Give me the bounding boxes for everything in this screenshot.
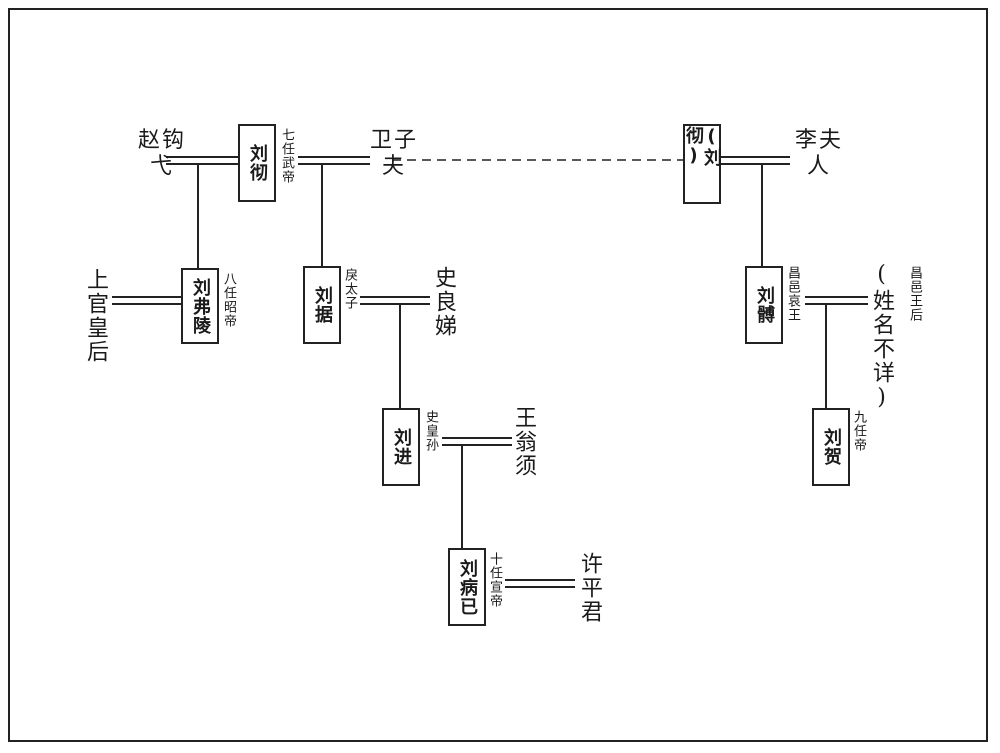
spouse-xu-pingjun: 许平君 xyxy=(577,552,602,624)
person-box-liu-fuling: 刘弗陵 xyxy=(181,268,219,344)
person-name-liu-che: 刘彻 xyxy=(247,144,268,182)
spouse-shi-liangdi: 史良娣 xyxy=(431,266,456,338)
title-liu-he: 九任帝 xyxy=(851,410,866,452)
title-liu-che: 七任武帝 xyxy=(279,128,294,184)
person-box-liu-he: 刘贺 xyxy=(812,408,850,486)
person-name-liu-che-duplicate: (刘彻) xyxy=(683,126,722,167)
person-name-liu-he: 刘贺 xyxy=(821,428,842,466)
diagram-frame xyxy=(8,8,988,742)
title-changyi-wife: 昌邑王后 xyxy=(907,266,922,322)
spouse-li-furen: 李夫人 xyxy=(795,128,844,179)
person-name-liu-bo: 刘髆 xyxy=(754,286,775,324)
person-box-liu-jin: 刘进 xyxy=(382,408,420,486)
person-name-liu-jin: 刘进 xyxy=(391,428,412,466)
spouse-shangguan: 上官皇后 xyxy=(83,268,108,364)
spouse-changyi-wife: (姓名不详) xyxy=(869,262,894,412)
title-liu-jin: 史皇孙 xyxy=(423,410,438,452)
person-box-liu-bingyi: 刘病已 xyxy=(448,548,486,626)
spouse-wang-wengxu: 王翁须 xyxy=(511,406,536,478)
person-box-liu-che: 刘彻 xyxy=(238,124,276,202)
person-name-liu-fuling: 刘弗陵 xyxy=(190,277,211,335)
person-name-liu-ju: 刘据 xyxy=(312,286,333,324)
title-liu-ju: 戾太子 xyxy=(342,268,357,310)
title-liu-bingyi: 十任宣帝 xyxy=(487,552,502,608)
title-liu-fuling: 八任昭帝 xyxy=(221,272,236,328)
person-box-liu-che-duplicate: (刘彻) xyxy=(683,124,722,204)
title-liu-bo: 昌邑哀王 xyxy=(785,266,800,322)
spouse-wei-zifu: 卫子夫 xyxy=(370,128,419,179)
person-name-liu-bingyi: 刘病已 xyxy=(457,558,478,616)
spouse-zhao-gouyi: 赵钩弋 xyxy=(138,128,187,179)
person-box-liu-bo: 刘髆 xyxy=(745,266,783,344)
person-box-liu-ju: 刘据 xyxy=(303,266,341,344)
